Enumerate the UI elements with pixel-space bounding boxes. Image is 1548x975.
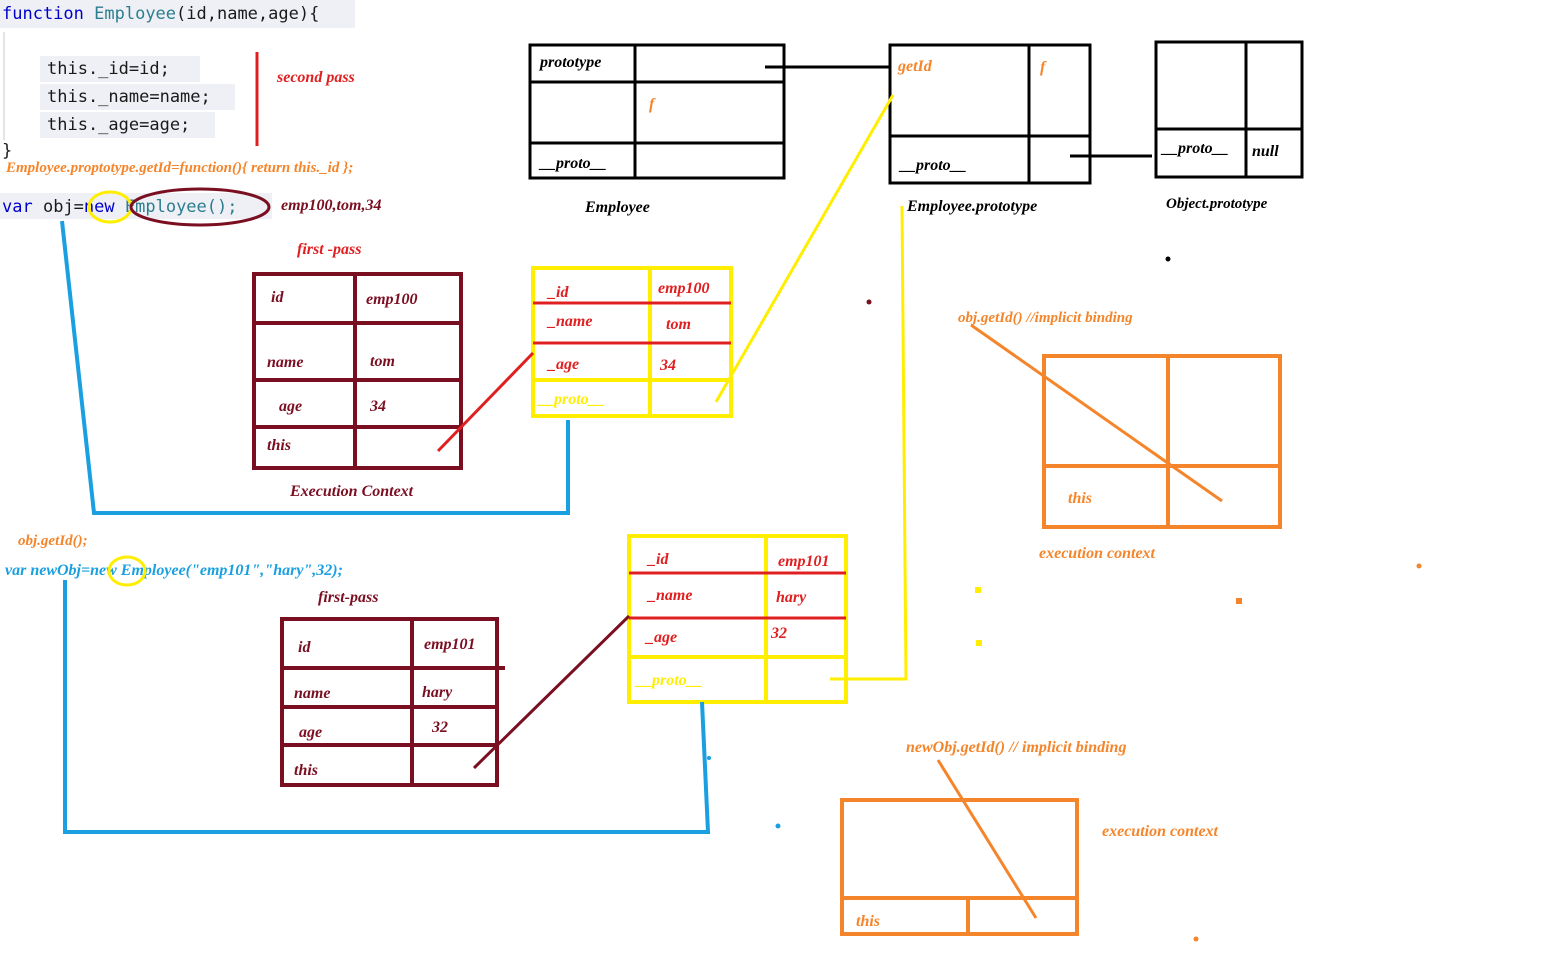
code-snippet: function Employee(id,name,age){ this._id… [0, 0, 355, 219]
execution-context-table-1 [252, 272, 463, 470]
code-line-1: function Employee(id,name,age){ [2, 4, 319, 24]
obj-getid-implicit-binding-label: obj.getId() //implicit binding [958, 310, 1133, 326]
employee-prototype-getid-key: getId [897, 58, 933, 75]
object-prototype-null-value: null [1252, 143, 1279, 160]
ec1-value-id: emp100 [366, 291, 418, 308]
obj1-key-name: _name [546, 313, 592, 330]
dot [866, 299, 872, 305]
newobj-getid-implicit-binding-label: newObj.getId() // implicit binding [906, 739, 1126, 756]
ec2-key-id: id [298, 639, 311, 656]
ec2-value-age: 32 [431, 719, 448, 736]
employee-prototype-proto-key: __proto__ [898, 157, 967, 174]
ec1-value-age: 34 [369, 398, 386, 415]
ec2-value-id: emp101 [424, 636, 476, 653]
obj2-value-name: hary [776, 589, 807, 606]
dot [1236, 598, 1242, 604]
code-var-obj-line: var obj=new Employee(); [2, 197, 237, 217]
employee-f-value: f [649, 96, 656, 113]
this-to-object-1-connector [436, 351, 535, 453]
obj1-key-proto: __proto__ [536, 391, 605, 408]
obj2-value-id: emp101 [778, 553, 830, 570]
code-line-3: this._name=name; [47, 87, 211, 107]
execution-context-label-1: Execution Context [289, 483, 414, 500]
ec2-key-age: age [299, 724, 322, 741]
dot [1416, 563, 1422, 569]
ec2-value-name: hary [422, 684, 453, 701]
newobj-variable-to-object-2-connector [63, 580, 711, 834]
object-prototype-proto-key: __proto__ [1160, 140, 1229, 157]
ec1-value-name: tom [370, 353, 395, 370]
obj1-value-id: emp100 [658, 280, 710, 297]
employee-proto-key: __proto__ [538, 155, 607, 172]
employee-label: Employee [584, 199, 650, 216]
obj2-key-age: _age [644, 629, 677, 646]
binding-arrow-2 [936, 759, 1038, 919]
newobj-declaration: var newObj=new Employee("emp101","hary",… [5, 562, 343, 579]
call-args-label: emp100,tom,34 [281, 197, 381, 214]
employee-function-table [528, 43, 786, 180]
code-line-5: } [2, 141, 12, 161]
code-line-4: this._age=age; [47, 115, 190, 135]
obj1-value-name: tom [666, 316, 691, 333]
ec2-key-this: this [294, 762, 318, 779]
employee-prototype-table [888, 43, 1092, 185]
dot [1165, 256, 1171, 262]
new-keyword-highlight-circle-2 [107, 555, 147, 587]
dot [775, 823, 781, 829]
employee-prototype-key: prototype [538, 54, 601, 71]
execution-context-label-3: execution context [1102, 823, 1219, 840]
dot [707, 756, 711, 760]
object-prototype-label: Object.prototype [1166, 196, 1268, 212]
first-pass-label-2: first-pass [318, 589, 378, 606]
ec1-key-age: age [279, 398, 302, 415]
execution-context-label-2: execution context [1039, 545, 1156, 562]
obj-variable-to-object-1-connector [60, 220, 570, 515]
this-to-object-2-connector [472, 614, 631, 770]
dot [976, 640, 982, 646]
orange-execution-context-2 [840, 798, 1079, 936]
dot [1193, 936, 1199, 942]
code-line-2: this._id=id; [47, 59, 170, 79]
prototype-assignment-line: Employee.proptotype.getId=function(){ re… [5, 160, 353, 176]
object-2-proto-to-employee-prototype-connector [830, 205, 908, 681]
first-pass-label-1: first -pass [297, 241, 361, 258]
obj2-value-age: 32 [770, 625, 787, 642]
obj1-key-age: _age [546, 356, 579, 373]
second-pass-label: second pass [276, 69, 355, 86]
orange-ec1-this: this [1068, 490, 1092, 507]
ec1-key-this: this [267, 437, 291, 454]
constructor-call-highlight-ellipse [129, 187, 271, 227]
dot [975, 587, 981, 593]
obj2-key-id: _id [646, 551, 669, 568]
ec1-key-name: name [267, 354, 303, 371]
obj1-value-age: 34 [659, 357, 676, 374]
obj1-key-id: _id [546, 284, 569, 301]
ec2-key-name: name [294, 685, 330, 702]
orange-execution-context-1 [1042, 354, 1282, 529]
binding-arrow-1 [970, 323, 1223, 503]
employee-prototype-f-value: f [1040, 59, 1047, 76]
employee-prototype-label: Employee.prototype [906, 198, 1037, 215]
orange-ec2-this: this [856, 913, 880, 930]
object-1-proto-to-employee-prototype-connector [714, 94, 895, 403]
object-prototype-table [1154, 40, 1304, 179]
obj2-key-name: _name [646, 587, 692, 604]
ec1-key-id: id [271, 289, 284, 306]
obj2-key-proto: __proto__ [634, 672, 703, 689]
execution-context-table-2 [280, 617, 505, 787]
obj-getid-call: obj.getId(); [18, 533, 88, 549]
